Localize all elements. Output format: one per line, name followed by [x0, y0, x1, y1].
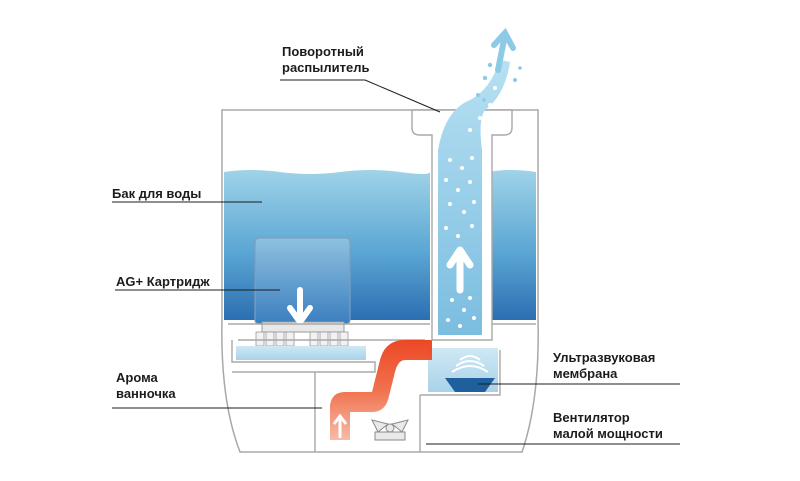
- up-arrow-icon: [332, 413, 348, 438]
- label-aroma-tray-line1: Арома: [116, 370, 158, 385]
- ultrasonic-membrane: [445, 355, 495, 392]
- label-rotary-sprayer-line2: распылитель: [282, 60, 370, 75]
- label-aroma-tray-line2: ванночка: [116, 386, 176, 401]
- mist-droplets: [444, 86, 497, 328]
- leader-lines: [112, 79, 680, 445]
- ag-cartridge: [254, 237, 351, 347]
- fan-icon: [371, 419, 409, 441]
- label-rotary-sprayer: Поворотный распылитель: [282, 44, 369, 76]
- label-ag-cartridge: AG+ Картридж: [116, 274, 210, 289]
- label-fan-line2: малой мощности: [553, 426, 663, 441]
- mist-dots-outside: [476, 62, 522, 102]
- mist-column: [411, 27, 522, 341]
- label-fan: Вентилятор малой мощности: [553, 410, 663, 442]
- label-water-tank: Бак для воды: [112, 186, 202, 201]
- lower-chamber: [228, 323, 536, 452]
- label-ultrasonic-membrane-line2: мембрана: [553, 366, 618, 381]
- mist-out-arrow-icon: [491, 27, 516, 73]
- label-fan-line1: Вентилятор: [553, 410, 630, 425]
- label-ultrasonic-membrane: Ультразвуковая мембрана: [553, 350, 655, 382]
- label-rotary-sprayer-line1: Поворотный: [282, 44, 364, 59]
- up-arrow-icon: [446, 246, 474, 294]
- label-ultrasonic-membrane-line1: Ультразвуковая: [553, 350, 656, 365]
- warm-air-stream: [330, 340, 432, 440]
- aroma-tray-water: [236, 346, 366, 360]
- down-arrow-icon: [287, 287, 313, 325]
- label-aroma-tray: Арома ванночка: [116, 370, 176, 402]
